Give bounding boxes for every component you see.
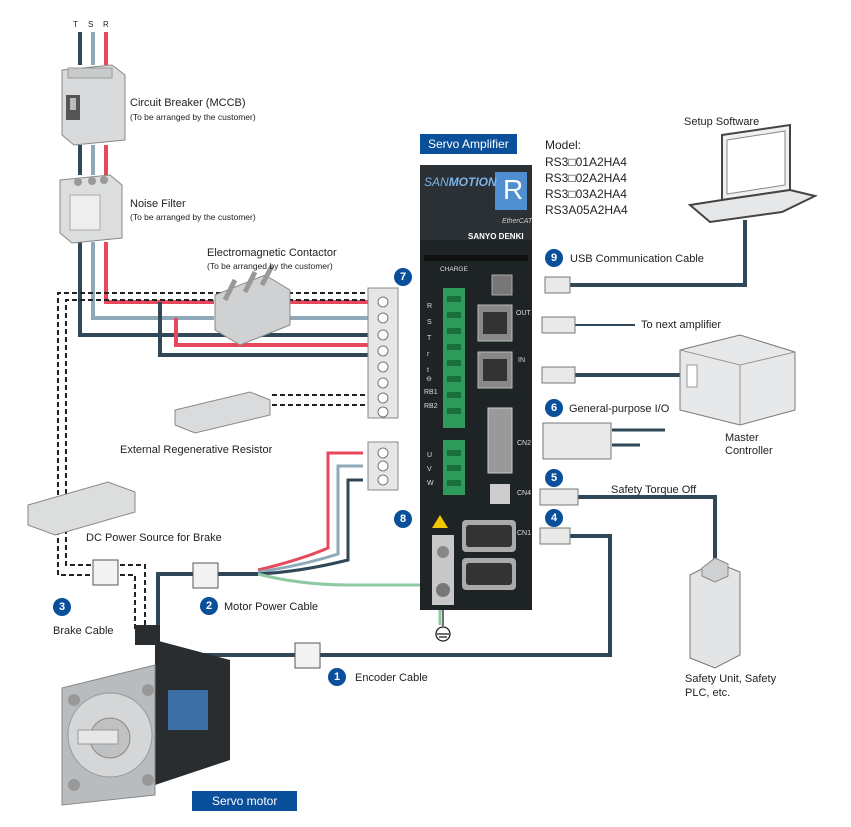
dashed-wiring bbox=[57, 292, 365, 632]
badge-7: 7 bbox=[394, 268, 412, 286]
electromagnetic-contactor bbox=[214, 264, 291, 346]
terminal-label-rb1: RB1 bbox=[424, 389, 438, 396]
inline-clamps bbox=[92, 559, 321, 669]
servo-amplifier bbox=[420, 165, 532, 610]
terminal-label-w: W bbox=[427, 480, 434, 487]
phase-label-t: T bbox=[73, 20, 78, 29]
safety-unit bbox=[689, 557, 741, 669]
safety-unit-line2: PLC, etc. bbox=[685, 687, 731, 699]
master-title-line1: Master bbox=[725, 432, 759, 444]
model-heading: Model: bbox=[545, 138, 582, 152]
terminal-label-t: T bbox=[427, 335, 432, 342]
brand-logo: SANMOTION bbox=[424, 175, 497, 189]
master-title-line2: Controller bbox=[725, 445, 773, 457]
terminal-label-rb2: RB2 bbox=[424, 403, 438, 410]
noise-filter-title: Noise Filter bbox=[130, 198, 186, 210]
ethercat-logo: EtherCAT bbox=[502, 218, 533, 225]
terminal-label-u: U bbox=[427, 452, 433, 459]
terminal-label-r: R bbox=[427, 303, 433, 310]
servo-motor bbox=[61, 625, 230, 806]
noise-filter bbox=[59, 174, 123, 244]
terminal-label-minus: ⊖ bbox=[426, 376, 432, 383]
port-label-in: IN bbox=[518, 357, 525, 364]
servo-amplifier-tag: Servo Amplifier bbox=[420, 134, 517, 154]
contactor-title: Electromagnetic Contactor bbox=[207, 247, 337, 259]
servo-motor-tag: Servo motor bbox=[192, 791, 298, 811]
regen-resistor-title: External Regenerative Resistor bbox=[120, 444, 273, 456]
model-1: RS3□01A2HA4 bbox=[545, 155, 627, 169]
safety-torque-title: Safety Torque Off bbox=[611, 484, 697, 496]
terminal-label-v: V bbox=[427, 466, 432, 473]
regenerative-resistor bbox=[174, 391, 271, 434]
badge-4: 4 bbox=[545, 509, 563, 527]
cable-connectors bbox=[539, 276, 612, 545]
next-amplifier-title: To next amplifier bbox=[641, 319, 722, 331]
laptop bbox=[687, 123, 818, 224]
gp-io-title: General-purpose I/O bbox=[569, 403, 670, 415]
phase-label-r: R bbox=[103, 20, 109, 29]
badge-6: 6 bbox=[545, 399, 563, 417]
power-wiring bbox=[78, 32, 747, 657]
contactor-note: (To be arranged by the customer) bbox=[207, 261, 333, 271]
circuit-breaker bbox=[61, 64, 126, 146]
badge-8: 8 bbox=[394, 510, 412, 528]
brake-cable-title: Brake Cable bbox=[53, 625, 114, 637]
port-label-out: OUT bbox=[516, 310, 531, 317]
model-2: RS3□02A2HA4 bbox=[545, 171, 627, 185]
port-label-cn2: CN2 bbox=[517, 440, 532, 447]
ground-symbol bbox=[435, 605, 451, 642]
badge-1: 1 bbox=[328, 668, 346, 686]
motor-connector-plug bbox=[367, 441, 399, 491]
master-controller bbox=[679, 334, 796, 426]
port-label-cn4: CN4 bbox=[517, 490, 532, 497]
badge-3: 3 bbox=[53, 598, 71, 616]
phase-label-s: S bbox=[88, 20, 94, 29]
terminal-label-s: S bbox=[427, 319, 432, 326]
setup-software-title: Setup Software bbox=[684, 116, 760, 128]
model-3: RS3□03A2HA4 bbox=[545, 187, 627, 201]
badge-9: 9 bbox=[545, 249, 563, 267]
encoder-cable-title: Encoder Cable bbox=[355, 672, 428, 684]
series-letter: R bbox=[503, 174, 524, 205]
charge-label: CHARGE bbox=[440, 266, 468, 273]
breaker-title: Circuit Breaker (MCCB) bbox=[130, 97, 246, 109]
model-4: RS3A05A2HA4 bbox=[545, 203, 628, 217]
breaker-note: (To be arranged by the customer) bbox=[130, 112, 256, 122]
dc-power-source bbox=[27, 481, 136, 536]
safety-unit-line1: Safety Unit, Safety bbox=[685, 673, 777, 685]
badge-5: 5 bbox=[545, 469, 563, 487]
terminal-label-t-ctrl: t bbox=[427, 367, 429, 374]
port-label-cn1: CN1 bbox=[517, 530, 532, 537]
motor-power-title: Motor Power Cable bbox=[224, 601, 319, 613]
terminal-label-r-ctrl: r bbox=[427, 351, 430, 358]
usb-cable-title: USB Communication Cable bbox=[570, 253, 704, 265]
dc-power-title: DC Power Source for Brake bbox=[86, 532, 222, 544]
power-connector-plug bbox=[367, 287, 399, 419]
badge-2: 2 bbox=[200, 597, 218, 615]
noise-filter-note: (To be arranged by the customer) bbox=[130, 212, 256, 222]
maker-name: SANYO DENKI bbox=[468, 232, 524, 241]
